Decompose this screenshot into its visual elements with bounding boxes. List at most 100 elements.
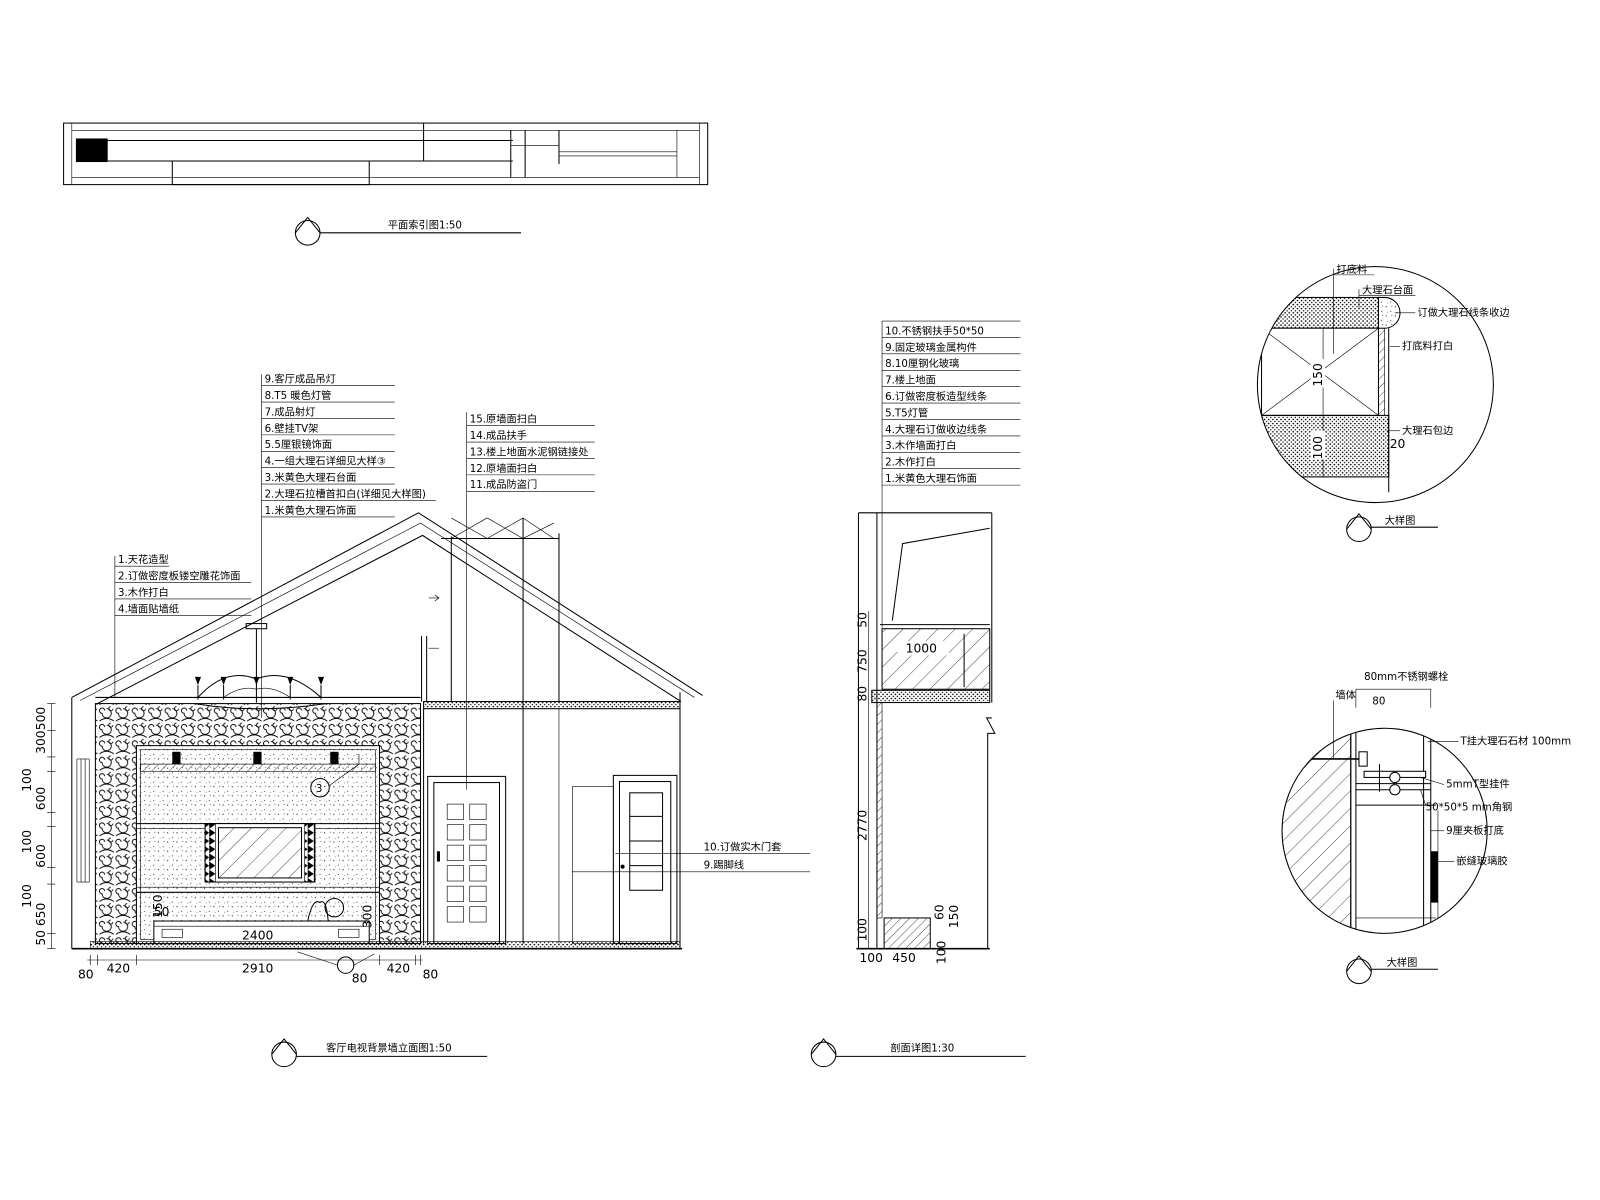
elevation-view: 3 2400 150 300 50 — [71, 512, 703, 950]
callout-label: 1.天花造型 — [118, 553, 169, 566]
callout-label: 8.10厘钢化玻璃 — [885, 357, 959, 370]
callout-label: 5.5厘银镜饰面 — [265, 438, 333, 451]
callout-label: 13.楼上地面水泥钢链接处 — [470, 445, 589, 458]
callout-label: 15.原墙面扫白 — [470, 413, 538, 426]
upper-floor-slab — [423, 701, 681, 710]
dim-text: 20 — [1390, 437, 1406, 451]
detail-label: T挂大理石石材 100mm — [1460, 735, 1572, 748]
section-dimension-vertical: 50 750 80 2770 100 — [856, 611, 870, 949]
plan-cabinet — [171, 160, 370, 186]
plan-view — [63, 122, 709, 186]
detail-label: 订做大理石线条收边 — [1417, 306, 1509, 319]
callout-label: 3.米黄色大理石台面 — [265, 471, 357, 484]
plan-caption-symbol: 平面索引图1:50 — [294, 216, 522, 246]
detail-label: 9厘夹板打底 — [1446, 824, 1504, 837]
callout-label: 6.壁挂TV架 — [265, 422, 319, 435]
dim-text: 150 — [947, 905, 961, 928]
callout-label: 9.固定玻璃金属构件 — [885, 341, 977, 354]
section-dimension-bottom: 100 450 100 — [859, 941, 948, 965]
dim-text: 80 — [856, 686, 870, 702]
dim-text: 2910 — [242, 961, 273, 975]
detail-a: 打底料 大理石台面 订做大理石线条收边 打底料打白 大理石包边 150 100 … — [1256, 263, 1510, 504]
cabinet-base-dim: 50 — [154, 905, 170, 919]
detail-label: 打底料打白 — [1402, 340, 1453, 353]
dim-text: 100 — [856, 918, 870, 941]
detail-a-caption: 大样图 — [1385, 514, 1416, 527]
detail-label: 大理石台面 — [1362, 283, 1413, 296]
detail-b-caption: 大样图 — [1387, 956, 1418, 969]
callouts-left: 1.天花造型 2.订做密度板镂空雕花饰面 3.木作打白 4.墙面贴墙纸 — [114, 553, 252, 698]
callout-label: 3.木作打白 — [118, 586, 169, 599]
spotlight — [253, 751, 262, 765]
svg-text:3: 3 — [316, 783, 323, 795]
detail-marker: 3 — [310, 753, 360, 798]
callouts-door: 10.订做实木门套 9.踢脚线 — [572, 840, 811, 873]
mirror-panel — [204, 823, 316, 883]
dim-text: 500 — [34, 707, 48, 730]
t5-light-trough — [140, 763, 376, 772]
dim-text: 60 — [933, 904, 947, 920]
dim-text: 100 — [20, 768, 34, 791]
dim-text: 80 — [1372, 696, 1385, 708]
door-handle — [436, 851, 440, 862]
stair-handrail — [421, 594, 440, 702]
detail-label: 大理石包边 — [1402, 424, 1453, 437]
callout-label: 10.不锈钢扶手50*50 — [885, 324, 984, 337]
section-cabinet: 60 150 — [883, 904, 961, 950]
dim-text: 420 — [107, 961, 130, 975]
callouts-right: 15.原墙面扫白 14.成品扶手 13.楼上地面水泥钢链接处 12.原墙面扫白 … — [466, 412, 595, 790]
callout-label: 1.米黄色大理石饰面 — [885, 472, 977, 485]
section-caption-symbol: 剖面详图1:30 — [810, 1038, 1026, 1068]
detail-b-caption-symbol: 大样图 — [1346, 955, 1438, 985]
section-callouts: 10.不锈钢扶手50*50 9.固定玻璃金属构件 8.10厘钢化玻璃 7.楼上地… — [881, 320, 1021, 628]
dimension-left: 500 300 100 600 100 600 100 650 50 — [20, 703, 56, 950]
detail-label: 嵌缝玻璃胶 — [1456, 855, 1507, 868]
callout-label: 11.成品防盗门 — [470, 478, 538, 491]
section-floor-slab — [871, 689, 991, 704]
callout-label: 4.墙面贴墙纸 — [118, 602, 179, 615]
dim-text: 300 — [34, 730, 48, 753]
detail-a-caption-symbol: 大样图 — [1346, 513, 1438, 543]
spotlight — [172, 751, 181, 765]
dim-text: 150 — [1311, 363, 1325, 386]
dim-text: 80 — [78, 967, 94, 981]
detail-label: 5mmT型挂件 — [1446, 778, 1510, 791]
glass-balustrade: 1000 — [879, 624, 991, 690]
detail-label: 墙体 — [1335, 688, 1356, 701]
dim-text: 2770 — [856, 810, 870, 841]
dim-text: 80 — [423, 967, 439, 981]
callout-label: 9.客厅成品吊灯 — [265, 373, 336, 386]
callout-label: 2.订做密度板镂空雕花饰面 — [118, 569, 241, 582]
dimension-bottom: 80 420 2910 420 80 80 — [78, 951, 439, 986]
callout-label: 4.一组大理石详细见大样③ — [265, 455, 386, 468]
dim-text: 50 — [856, 612, 870, 628]
callout-label: 2.大理石拉槽首扣白(详细见大样图) — [265, 487, 426, 500]
elevation-caption: 客厅电视背景墙立面图1:50 — [326, 1041, 452, 1054]
rail-width-dim: 1000 — [906, 641, 937, 655]
plan-column — [75, 138, 108, 163]
dim-text: 750 — [856, 649, 870, 672]
roof-truss — [441, 517, 559, 539]
callout-label: 7.成品射灯 — [265, 405, 316, 418]
cabinet-height-dim: 150 — [151, 894, 165, 917]
dim-text: 100 — [935, 941, 949, 964]
callout-label: 5.T5灯管 — [885, 406, 928, 419]
dim-text: 50 — [34, 930, 48, 946]
dim-text: 100 — [859, 951, 882, 965]
dim-text: 100 — [1311, 436, 1325, 459]
callout-label: 2.木作打白 — [885, 456, 936, 469]
dim-text: 650 — [34, 903, 48, 926]
callout-label: 10.订做实木门套 — [704, 840, 782, 853]
spotlight — [330, 751, 339, 765]
detail-label: 打底料 — [1336, 263, 1367, 276]
left-wall-panel — [76, 758, 90, 883]
callout-label: 14.成品扶手 — [470, 429, 527, 442]
cabinet-depth-dim: 300 — [360, 905, 374, 928]
dim-text: 600 — [34, 844, 48, 867]
callout-label: 7.楼上地面 — [885, 374, 936, 387]
section-view: 1000 60 150 — [856, 512, 996, 950]
detail-label: 80mm不锈钢螺栓 — [1364, 670, 1448, 683]
callout-label: 8.T5 暖色灯管 — [265, 389, 332, 402]
callout-label: 12.原墙面扫白 — [470, 462, 538, 475]
